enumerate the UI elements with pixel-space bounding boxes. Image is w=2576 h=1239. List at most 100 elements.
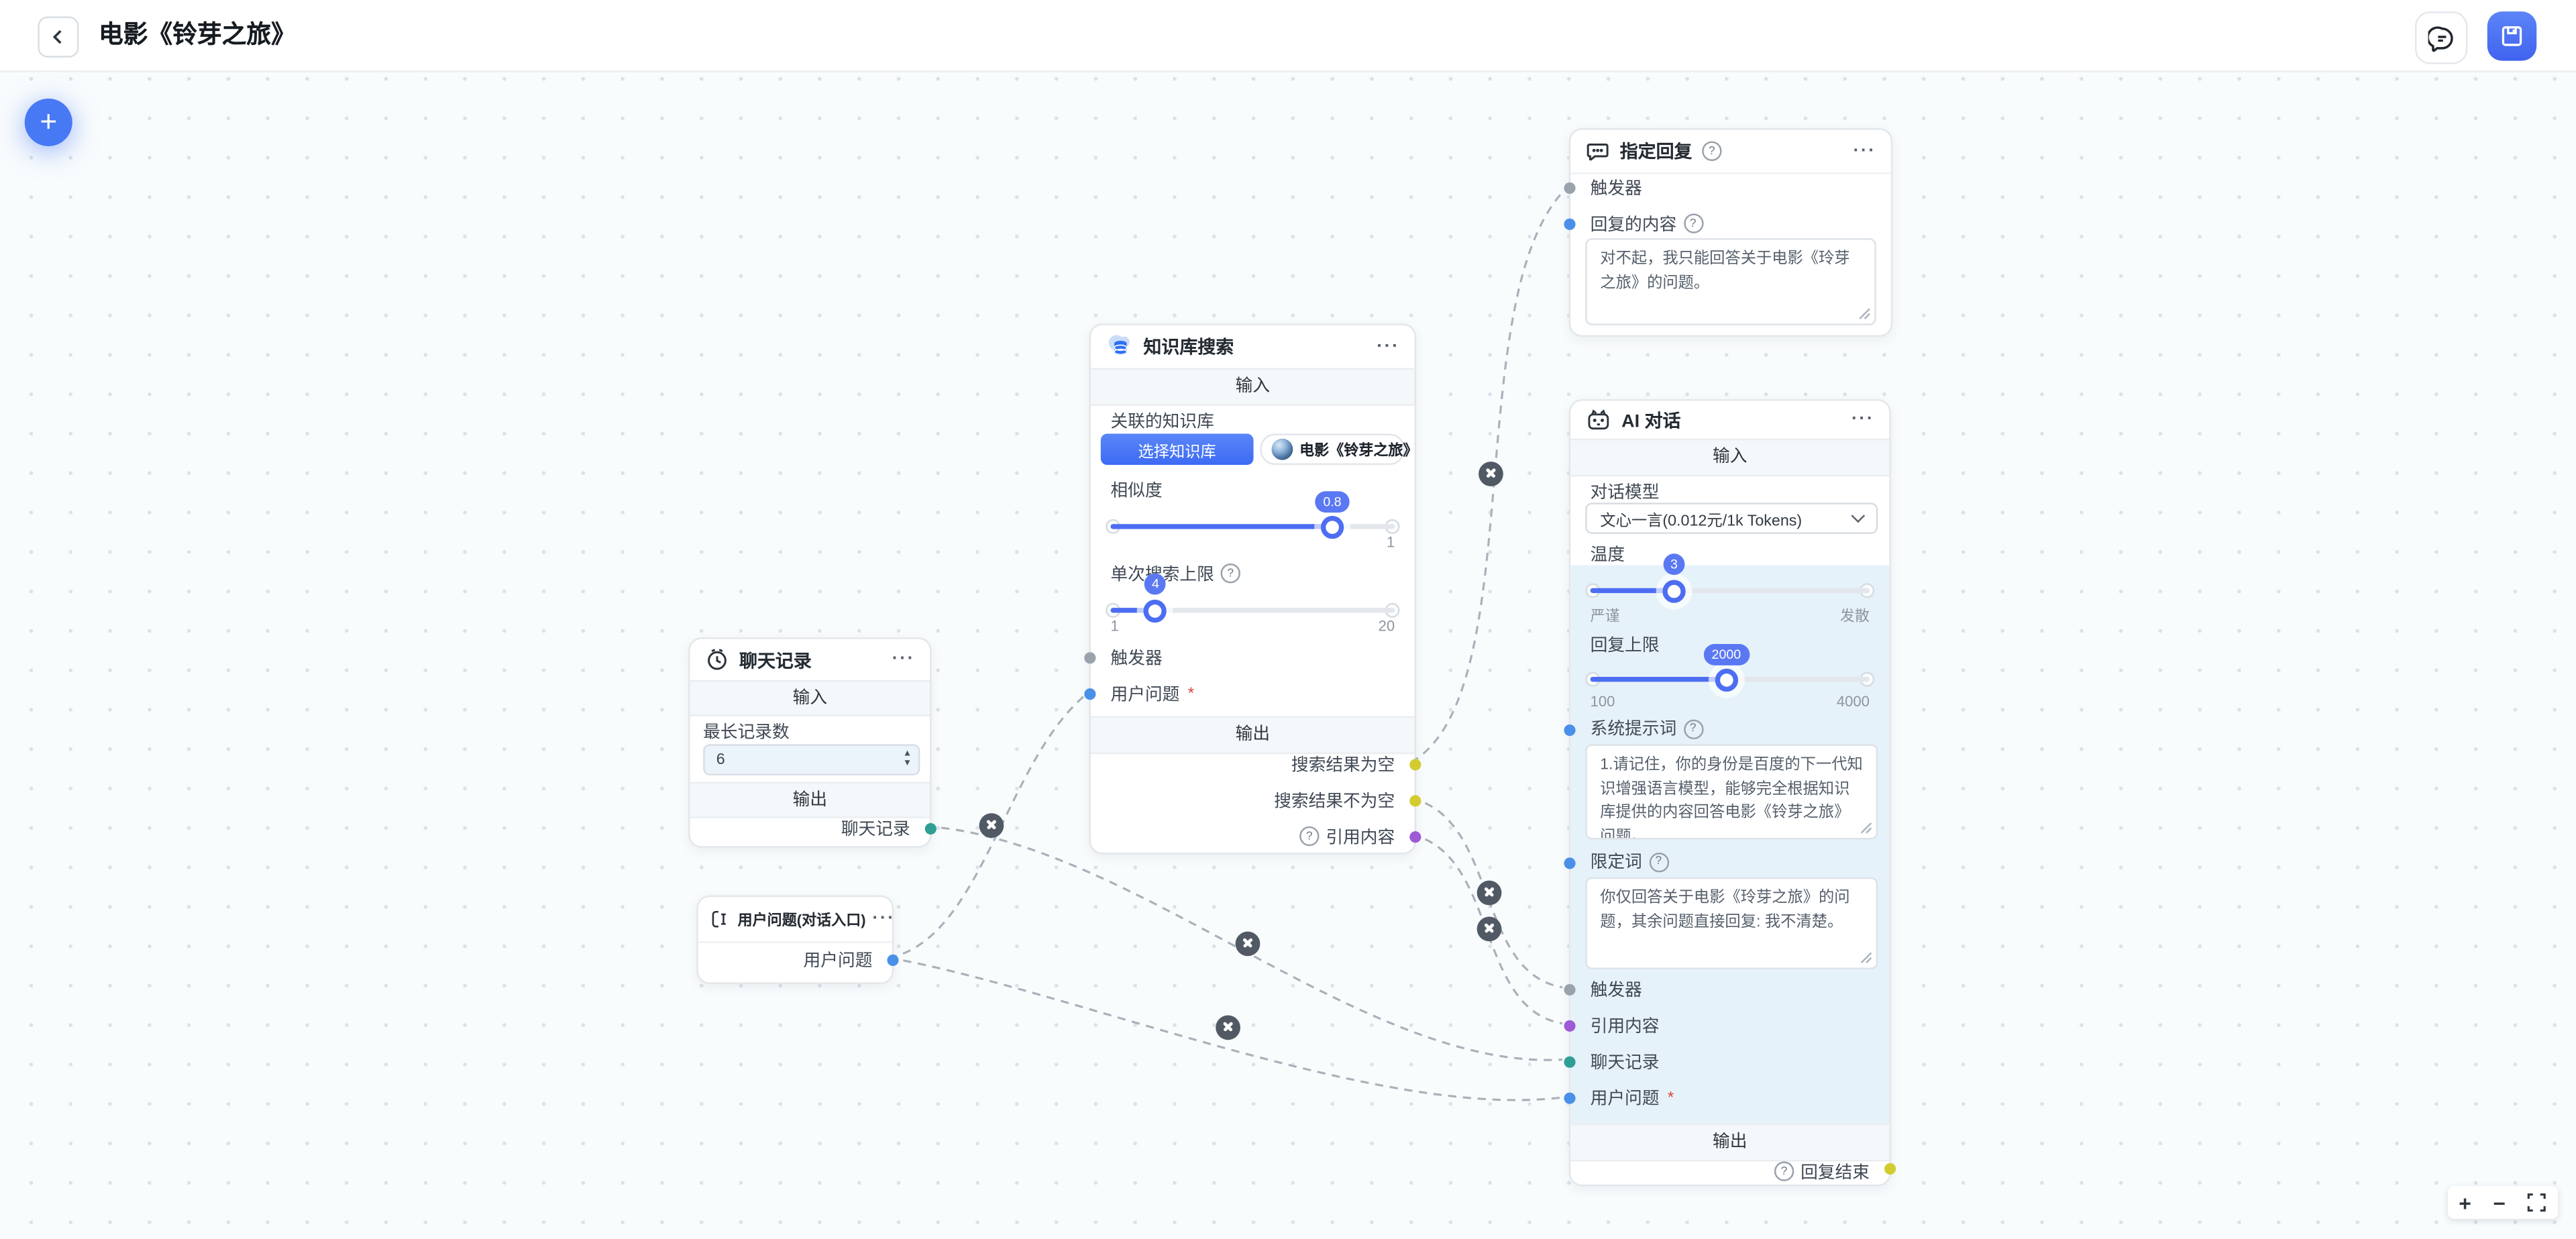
system-prompt-field: 1.请记住，你的身份是百度的下一代知识增强语言模型，能够完全根据知识库提供的内容… [1585,744,1878,840]
reply-limit-label: 回复上限 [1590,635,1660,655]
help-icon[interactable]: ? [1682,213,1703,233]
resize-grip-icon[interactable] [1860,821,1873,834]
max-records-label-row: 最长记录数 [703,721,910,743]
port-row: ? 回复结束 [1774,1159,1870,1185]
port-dot-trigger[interactable] [1564,181,1576,193]
node-title: 知识库搜索 [1143,338,1234,358]
model-label: 对话模型 [1590,482,1660,502]
stepper-down-icon[interactable]: ▼ [902,759,912,769]
model-select[interactable]: 文心一言(0.012元/1k Tokens) [1585,502,1878,534]
port-label: 引用内容 [1326,827,1395,847]
more-menu-icon[interactable]: ··· [892,649,916,669]
more-menu-icon[interactable]: ··· [1853,140,1876,160]
system-prompt-textarea[interactable]: 1.请记住，你的身份是百度的下一代知识增强语言模型，能够完全根据知识库提供的内容… [1587,745,1876,838]
temperature-slider[interactable]: 3 [1585,553,1875,610]
port-label: 触发器 [1590,178,1642,199]
node-header[interactable]: 指定回复 ? ··· [1570,129,1891,174]
port-dot-user-question[interactable] [1564,1091,1576,1103]
node-header[interactable]: 聊天记录 ··· [690,639,930,680]
node-header[interactable]: 用户问题(对话入口) ··· [698,897,896,943]
resize-grip-icon[interactable] [1858,307,1872,321]
stepper-up-icon[interactable]: ▲ [902,748,912,759]
add-node-button[interactable]: + [24,98,72,146]
port-row: 搜索结果不为空 [1274,787,1395,813]
qualifier-textarea[interactable]: 你仅回答关于电影《玲芽之旅》的问题，其余问题直接回复: 我不清楚。 [1587,879,1876,968]
port-dot-chat-history[interactable] [1564,1055,1576,1067]
help-icon[interactable]: ? [1299,826,1320,847]
model-value: 文心一言(0.012元/1k Tokens) [1600,511,1803,530]
temperature-slider-handle[interactable] [1662,580,1686,603]
port-label: 搜索结果不为空 [1274,791,1395,811]
zoom-out-button[interactable]: − [2493,1190,2506,1216]
more-menu-icon[interactable]: ··· [1851,409,1875,429]
port-row: 回复的内容 ? [1591,210,1872,236]
preview-chat-button[interactable] [2415,11,2468,64]
port-dot-user-question[interactable] [1084,687,1096,700]
fit-view-button[interactable] [2527,1193,2546,1212]
port-dot-qualifier[interactable] [1564,857,1576,869]
search-limit-min-label: 1 [1110,617,1119,635]
section-output: 输出 [1091,716,1415,755]
node-chat-history[interactable]: 聊天记录 ··· 输入 最长记录数 ▲ ▼ 输出 聊天记录 [688,637,936,848]
reply-limit-slider-handle[interactable] [1715,668,1738,692]
node-header[interactable]: 知识库搜索 ··· [1091,325,1414,368]
reply-limit-label-row: 回复上限 [1591,633,1870,655]
port-row: 用户问题 [804,947,873,973]
similarity-slider[interactable]: 0.8 [1106,491,1400,545]
robot-icon [1585,407,1611,432]
qualifier-label-row: 限定词 ? [1591,849,1870,874]
port-row: 触发器 [1111,644,1395,670]
help-icon[interactable]: ? [1682,718,1703,739]
port-label: 触发器 [1110,648,1163,668]
help-icon[interactable]: ? [1648,851,1668,872]
port-dot-system-prompt[interactable] [1564,724,1576,737]
qualifier-label: 限定词 [1590,853,1642,873]
temperature-label-row: 温度 [1591,542,1870,565]
more-menu-icon[interactable]: ··· [1377,335,1400,356]
stepper: ▲ ▼ [902,748,912,769]
similarity-label-row: 相似度 [1111,480,1395,501]
similarity-slider-handle[interactable] [1320,515,1344,539]
resize-grip-icon[interactable] [1860,951,1873,965]
help-icon[interactable]: ? [1774,1161,1794,1181]
kb-chip[interactable]: 电影《铃芽之旅》 [1260,433,1418,466]
page-title: 电影《铃芽之旅》 [98,21,296,50]
zoom-in-button[interactable]: + [2459,1190,2471,1216]
port-dot-reply-end[interactable] [1884,1163,1896,1175]
section-input: 输入 [1570,438,1890,477]
plus-icon: + [40,105,58,138]
port-row: 搜索结果为空 [1291,751,1395,777]
reply-limit-slider[interactable]: 2000 [1585,644,1875,698]
node-specified-reply[interactable]: 指定回复 ? ··· 触发器 回复的内容 ? 对不起，我只能回答关于电影《玲芽之… [1564,128,1893,337]
node-kb-search[interactable]: 知识库搜索 ··· 输入 关联的知识库 选择知识库 电影《铃芽之旅》 相似度 0… [1084,323,1421,855]
port-row: ? 引用内容 [1299,823,1395,849]
clock-icon [705,647,730,672]
node-ai-chat[interactable]: AI 对话 ··· 输入 对话模型 文心一言(0.012元/1k Tokens)… [1564,399,1896,1187]
more-menu-icon[interactable]: ··· [872,908,896,928]
select-kb-button[interactable]: 选择知识库 [1100,433,1254,466]
max-records-input[interactable] [704,751,903,769]
port-dot-trigger[interactable] [1564,983,1576,995]
required-mark: * [1187,684,1195,702]
port-label: 触发器 [1590,979,1642,1000]
node-header[interactable]: AI 对话 ··· [1570,401,1889,439]
chat-bubble-icon [2427,25,2453,52]
reply-limit-value-badge: 2000 [1703,644,1750,665]
reply-content-textarea[interactable]: 对不起，我只能回答关于电影《玲芽之旅》的问题。 [1587,239,1875,324]
help-icon[interactable]: ? [1702,141,1722,162]
help-icon[interactable]: ? [1220,563,1240,584]
node-title: 用户问题(对话入口) [737,912,866,928]
search-limit-slider[interactable]: 4 [1106,573,1400,629]
node-user-question[interactable]: 用户问题(对话入口) ··· 用户问题 [696,895,899,984]
back-button[interactable] [38,16,79,58]
port-dot-content[interactable] [1564,217,1576,229]
kb-chip-label: 电影《铃芽之旅》 [1299,441,1418,459]
search-limit-slider-handle[interactable] [1144,599,1167,623]
port-dot-trigger[interactable] [1084,651,1096,663]
database-icon [1106,333,1134,360]
save-button[interactable] [2487,11,2537,61]
reply-limit-max-label: 4000 [1836,693,1870,710]
port-dot-reference[interactable] [1564,1019,1576,1031]
system-prompt-label-row: 系统提示词 ? [1591,716,1870,741]
